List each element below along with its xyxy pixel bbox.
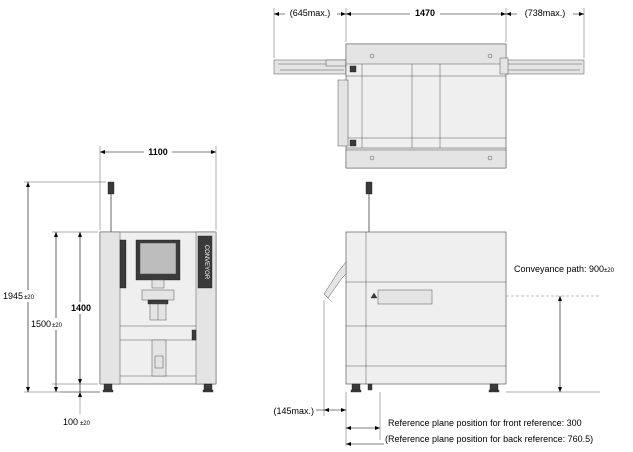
total-height-tolerance: ±20 [24,295,35,301]
lower-door [151,339,167,377]
conveyor-height-tolerance: ±20 [52,323,63,329]
front-view: CONVEYOR 1100 1945 ±20 1500 ±20 [3,145,217,427]
body-height-dimension: 1400 [71,303,91,313]
side-view: Conveyance path: 900 ±20 (145max.) Refer… [273,181,615,446]
front-reference-plane: Reference plane position for front refer… [388,418,582,428]
left-extension-dimension: (645max.) [290,8,331,18]
right-extension-dimension: (738max.) [525,8,566,18]
signal-tower [107,181,115,232]
front-width-dimension: 1100 [148,147,168,157]
front-feet [102,383,214,393]
foot-height-tolerance: ±20 [80,421,91,427]
foot-height-dimension: 100 [63,417,78,427]
left-conveyor-extension [273,59,347,75]
side-cabinet [345,231,507,385]
side-conveyor-label: CONVEYOR [203,245,209,280]
right-conveyor-extension [505,59,585,75]
operator-monitor [135,239,181,289]
front-overhang-dimension: (145max.) [273,406,314,416]
conveyor-height-dimension: 1500 [31,319,51,329]
keyboard-tray [141,289,175,301]
back-reference-plane: (Reference plane position for back refer… [385,434,593,444]
top-main-body [337,43,509,169]
conveyance-path-dimension: Conveyance path: 900 [514,264,604,274]
top-width-dimension: 1470 [415,8,435,18]
top-view: (645max.) 1470 (738max.) [273,7,585,169]
total-height-dimension: 1945 [3,291,23,301]
conveyance-path-tolerance: ±20 [604,268,615,274]
